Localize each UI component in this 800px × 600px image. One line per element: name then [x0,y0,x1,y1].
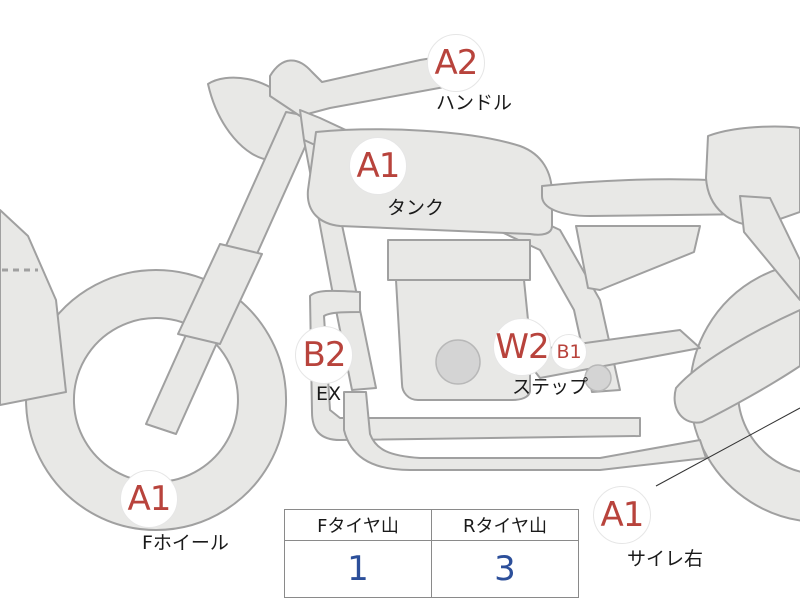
exhaust-lower-shape [343,391,707,471]
step-label: ステップ [512,376,589,398]
step-code-badge: W2 [493,318,551,376]
rear-muffler-label: サイレ右 [627,548,704,570]
tire-table-header-row: Fタイヤ山 Rタイヤ山 [284,509,579,541]
handle-label: ハンドル [436,92,513,114]
front-wheel-code-badge: A1 [120,470,178,528]
exhaust-label: EX [316,383,342,405]
rear-muffler-shape [673,309,800,424]
fork-cover-shape [177,243,263,345]
rear-suspension-shape [739,195,800,301]
rear-tire-value: 3 [431,540,579,598]
rear-muffler-code-badge: A1 [593,486,651,544]
exhaust-code-badge: B2 [295,326,353,384]
tank-code-badge: A1 [349,137,407,195]
front-tire-header: Fタイヤ山 [284,509,432,541]
step-secondary-code-badge: B1 [551,334,587,370]
tire-tread-table: Fタイヤ山 Rタイヤ山 1 3 [284,509,579,598]
side-cover-shape [575,225,701,291]
engine-cover-circle [435,339,481,385]
front-fender-shape [0,209,67,406]
tank-label: タンク [387,197,445,219]
rear-tire-header: Rタイヤ山 [431,509,579,541]
tire-table-value-row: 1 3 [284,540,579,598]
front-tire-value: 1 [284,540,432,598]
engine-head-shape [387,239,531,281]
muffler-leader-line [655,407,800,487]
front-wheel-label: Fホイール [142,532,229,554]
footpeg-circle [584,364,612,392]
handle-code-badge: A2 [427,34,485,92]
